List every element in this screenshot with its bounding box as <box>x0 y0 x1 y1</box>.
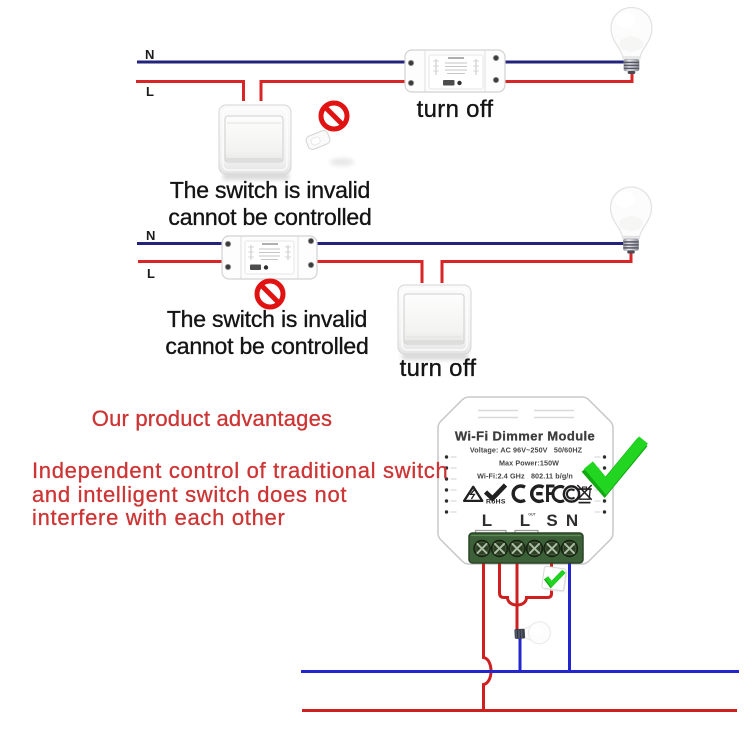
module1-screw <box>492 54 500 62</box>
dimmer-spec-wifi: Wi-Fi:2.4 GHz 802.11 b/g/n <box>477 471 573 480</box>
certification-icons <box>462 483 593 504</box>
rohs-label: RoHS <box>486 499 506 506</box>
section1-turn-off-caption: turn off <box>416 96 494 123</box>
terminal-label-n: N <box>565 511 579 530</box>
module2-screw <box>307 237 315 245</box>
advantages-line3: interfere with each other <box>32 505 286 531</box>
module1-button <box>457 80 462 86</box>
advantages-line2: and intelligent switch does not <box>32 481 348 507</box>
terminal-label-s: S <box>546 511 558 530</box>
remote-shadow <box>330 158 354 166</box>
module1-screw <box>407 79 415 87</box>
section1-wall-switch <box>218 104 292 180</box>
wire-l-to-live <box>482 550 493 711</box>
big-check-icon <box>581 436 648 499</box>
section1-bulb <box>610 6 653 75</box>
module2-screw <box>224 263 232 271</box>
bottom-lamp <box>514 621 552 645</box>
section2-wiring <box>137 242 633 283</box>
section2-live-label: L <box>147 266 155 281</box>
module2-screw <box>224 240 232 248</box>
section2-live-wire-right <box>440 250 633 283</box>
section2-invalid-line1: The switch is invalid <box>166 306 368 332</box>
dimmer-spec-power: Max Power:150W <box>498 458 560 467</box>
dimmer-module-title: Wi-Fi Dimmer Module <box>454 428 596 444</box>
advantages-paragraph: Independent control of traditional switc… <box>32 459 448 530</box>
section1-invalid-caption: The switch is invalid cannot be controll… <box>168 176 372 231</box>
terminal-label-l-out-sup: OUT <box>528 511 536 517</box>
advantages-heading: Our product advantages <box>91 406 333 431</box>
section1-neutral-label: N <box>145 47 155 62</box>
prohibition-icon <box>257 281 283 307</box>
module-top-notches <box>478 409 574 419</box>
module2-logo <box>250 264 261 270</box>
section2-invalid-line2: cannot be controlled <box>165 333 369 359</box>
terminal-screws <box>473 539 579 558</box>
cert-text-icons: RoHS <box>486 499 506 506</box>
rf-remote <box>305 130 331 150</box>
section1-invalid-line2: cannot be controlled <box>168 203 372 230</box>
weee-bin-icon <box>576 484 593 504</box>
section2-turn-off-caption: turn off <box>399 355 477 382</box>
module2-button <box>263 265 269 270</box>
fcc-mark-icon <box>546 484 581 503</box>
ce-mark-icon <box>511 484 545 504</box>
terminal-label-l-in: L <box>481 511 493 530</box>
module1-screw <box>492 76 500 84</box>
module2-screw <box>307 261 315 269</box>
rohs-check-icon <box>483 483 508 502</box>
section1-live-label: L <box>146 84 154 99</box>
dimmer-module-body <box>437 396 648 565</box>
terminal-label-l-out: L <box>519 511 531 530</box>
prohibition-icon <box>321 103 347 129</box>
section2-invalid-caption: The switch is invalid cannot be controll… <box>165 306 369 360</box>
module1-logo <box>443 80 455 86</box>
module1-screw <box>407 59 415 67</box>
section2-neutral-label: N <box>146 228 156 243</box>
section2-wall-switch <box>397 284 472 360</box>
warning-triangle-icon <box>462 485 484 503</box>
section1-wiring <box>136 60 634 101</box>
section1-live-wire-left <box>136 80 245 101</box>
section2-relay-module <box>221 235 318 280</box>
bottom-wiring <box>301 550 739 712</box>
terminal-block <box>468 532 584 564</box>
switch-check-card <box>541 565 568 593</box>
section1-relay-module <box>404 49 506 93</box>
dimmer-spec-voltage: Voltage: AC 96V~250V 50/60HZ <box>469 445 583 455</box>
advantages-line1: Independent control of traditional switc… <box>32 458 449 483</box>
section1-invalid-line1: The switch is invalid <box>169 176 371 203</box>
